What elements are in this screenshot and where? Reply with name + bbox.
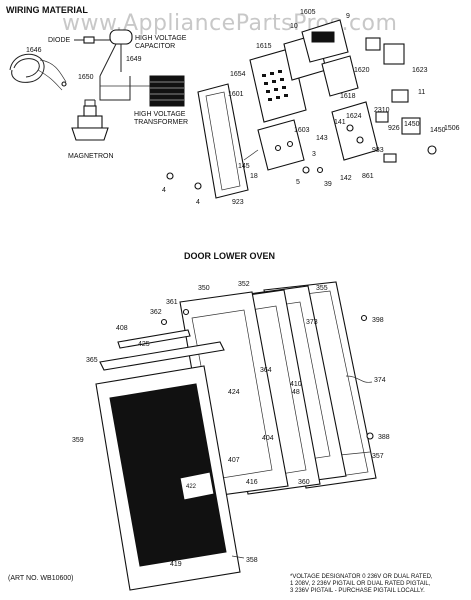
voltage-note-line-1: *VOLTAGE DESIGNATOR 0 236V OR DUAL RATED… (290, 574, 433, 580)
svg-text:861: 861 (362, 173, 374, 180)
diode-drawing (74, 36, 110, 44)
svg-text:983: 983 (372, 147, 384, 154)
svg-text:1605: 1605 (300, 9, 316, 16)
svg-text:1650: 1650 (78, 74, 94, 81)
svg-text:1506: 1506 (444, 125, 460, 132)
transformer-drawing (149, 75, 185, 107)
svg-text:1624: 1624 (346, 113, 362, 120)
oven-door-frame-drawing (197, 83, 249, 199)
svg-text:410: 410 (290, 381, 302, 388)
door-section-title: DOOR LOWER OVEN (184, 251, 275, 261)
diode-label: DIODE (48, 37, 71, 44)
svg-text:11: 11 (418, 89, 425, 96)
control-panel-drawing (249, 19, 349, 123)
capacitor-label-1: HIGH VOLTAGE (135, 35, 187, 42)
svg-text:142: 142 (340, 175, 352, 182)
svg-text:4: 4 (162, 187, 166, 194)
capacitor-label-2: CAPACITOR (135, 43, 175, 50)
svg-text:360: 360 (298, 479, 310, 486)
svg-text:10: 10 (290, 23, 298, 30)
svg-text:362: 362 (150, 309, 162, 316)
svg-text:422: 422 (186, 484, 197, 490)
svg-text:398: 398 (372, 317, 384, 324)
svg-text:48: 48 (292, 389, 300, 396)
svg-text:1601: 1601 (228, 91, 244, 98)
svg-text:143: 143 (316, 135, 328, 142)
svg-text:1623: 1623 (412, 67, 428, 74)
svg-text:18: 18 (250, 173, 258, 180)
svg-text:407: 407 (228, 457, 240, 464)
svg-text:923: 923 (232, 199, 244, 206)
svg-text:355: 355 (316, 285, 328, 292)
svg-text:364: 364 (260, 367, 272, 374)
relay-board-drawing (321, 37, 409, 103)
transformer-label-1: HIGH VOLTAGE (134, 111, 186, 118)
svg-text:4: 4 (196, 199, 200, 206)
wiring-section-title: WIRING MATERIAL (6, 5, 88, 15)
voltage-note-line-2: 1 208V, 2 236V PIGTAIL OR DUAL RATED PIG… (290, 581, 431, 587)
svg-text:359: 359 (72, 437, 84, 444)
voltage-note-line-3: 3 236V PIGTAIL - PURCHASE PIGTAIL LOCALL… (290, 588, 425, 594)
svg-text:365: 365 (86, 357, 98, 364)
svg-text:1603: 1603 (294, 127, 310, 134)
svg-text:388: 388 (378, 434, 390, 441)
door-handle-drawing (99, 329, 225, 371)
svg-text:5: 5 (296, 179, 300, 186)
lower-panel-drawing (257, 119, 305, 171)
svg-text:373: 373 (306, 319, 318, 326)
svg-text:145: 145 (238, 163, 250, 170)
svg-text:419: 419 (170, 561, 182, 568)
svg-text:1450: 1450 (430, 127, 446, 134)
svg-text:361: 361 (166, 299, 178, 306)
svg-text:357: 357 (372, 453, 384, 460)
svg-text:3: 3 (312, 151, 316, 158)
switch-bracket-drawing (331, 101, 389, 161)
magnetron-drawing (71, 105, 109, 141)
svg-text:374: 374 (374, 377, 386, 384)
svg-text:404: 404 (262, 435, 274, 442)
art-number: (ART NO. WB10600) (8, 575, 74, 582)
svg-text:1646: 1646 (26, 47, 42, 54)
svg-text:1649: 1649 (126, 56, 142, 63)
magnetron-label: MAGNETRON (68, 153, 114, 160)
svg-text:9: 9 (346, 13, 350, 20)
svg-text:141: 141 (334, 119, 346, 126)
svg-text:416: 416 (246, 479, 258, 486)
capacitor-drawing (99, 29, 133, 77)
transformer-label-2: TRANSFORMER (134, 119, 188, 126)
svg-text:408: 408 (116, 325, 128, 332)
svg-text:926: 926 (388, 125, 400, 132)
svg-text:2310: 2310 (374, 107, 390, 114)
svg-text:358: 358 (246, 557, 258, 564)
svg-text:39: 39 (324, 181, 332, 188)
svg-text:1620: 1620 (354, 67, 370, 74)
door-outer-panel-drawing: 422 (95, 365, 241, 591)
svg-text:350: 350 (198, 285, 210, 292)
svg-text:352: 352 (238, 281, 250, 288)
svg-text:425: 425 (138, 341, 150, 348)
svg-text:1618: 1618 (340, 93, 356, 100)
wire-harness-drawing (9, 53, 67, 91)
svg-text:424: 424 (228, 389, 240, 396)
svg-text:1654: 1654 (230, 71, 246, 78)
svg-text:1615: 1615 (256, 43, 272, 50)
svg-text:1450: 1450 (404, 121, 420, 128)
